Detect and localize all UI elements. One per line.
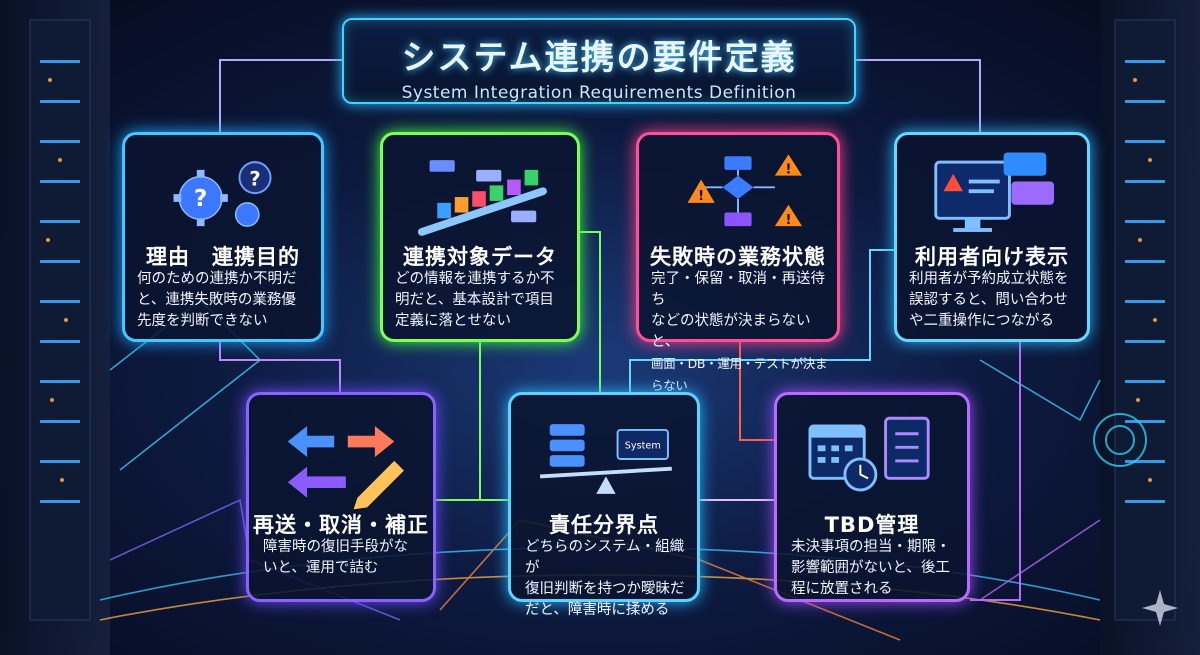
card-user-display-title: 利用者向け表示 bbox=[915, 245, 1069, 269]
page-subtitle: System Integration Requirements Definiti… bbox=[401, 83, 797, 103]
card-retry-text: 障害時の復旧手段がな いと、運用で詰む bbox=[263, 539, 408, 576]
system-label: System bbox=[625, 440, 661, 451]
svg-text:!: ! bbox=[785, 162, 791, 178]
card-user-display: 利用者向け表示 利用者が予約成立状態を 誤認すると、問い合わせ や二重操作につな… bbox=[894, 132, 1090, 342]
svg-text:?: ? bbox=[249, 167, 260, 190]
data-flow-blocks-icon bbox=[417, 160, 547, 236]
gears-question-icon: ? ? bbox=[173, 161, 272, 227]
card-failure-state: !!! 失敗時の業務状態 完了・保留・取消・再送待ち などの状態が決まらないと、… bbox=[636, 132, 840, 393]
card-reason: ? ? 理由 連携目的 何のための連携か不明だ と、連携失敗時の業務優 先度を判… bbox=[122, 132, 324, 342]
card-failure-state-title: 失敗時の業務状態 bbox=[650, 245, 826, 269]
card-target-data-title: 連携対象データ bbox=[403, 245, 557, 269]
sparkle-icon bbox=[1142, 590, 1178, 626]
server-racks-left bbox=[0, 0, 110, 655]
card-responsibility: System 責任分界点 どちらのシステム・組織が 復旧判断を持つか曖昧だ だと… bbox=[508, 392, 700, 618]
card-tbd-title: TBD管理 bbox=[824, 513, 920, 537]
monitor-chat-warning-icon bbox=[934, 152, 1055, 232]
card-target-data-text: どの情報を連携するか不 明だと、基本設計で項目 定義に落とせない bbox=[395, 271, 555, 329]
title-banner: システム連携の要件定義 System Integration Requireme… bbox=[342, 18, 856, 104]
card-reason-title: 理由 連携目的 bbox=[146, 245, 300, 269]
balance-database-icon: System bbox=[539, 424, 672, 494]
card-retry: 再送・取消・補正 障害時の復旧手段がな いと、運用で詰む bbox=[246, 392, 436, 602]
svg-text:!: ! bbox=[785, 212, 791, 228]
card-tbd-text: 未決事項の担当・期限・ 影響範囲がないと、後工 程に放置される bbox=[791, 539, 951, 597]
page-title: システム連携の要件定義 bbox=[401, 38, 797, 78]
card-responsibility-title: 責任分界点 bbox=[549, 513, 659, 537]
card-tbd: TBD管理 未決事項の担当・期限・ 影響範囲がないと、後工 程に放置される bbox=[774, 392, 970, 602]
svg-text:?: ? bbox=[194, 185, 208, 212]
card-responsibility-text: どちらのシステム・組織が 復旧判断を持つか曖昧だ だと、障害時に揉める bbox=[525, 539, 685, 618]
svg-text:!: ! bbox=[698, 188, 704, 204]
server-racks-right bbox=[1093, 0, 1200, 655]
calendar-clock-checklist-icon bbox=[808, 416, 930, 492]
card-failure-state-text: 完了・保留・取消・再送待ち などの状態が決まらないと、 画面・DB・運用・テスト… bbox=[651, 271, 828, 393]
card-user-display-text: 利用者が予約成立状態を 誤認すると、問い合わせ や二重操作につながる bbox=[909, 271, 1069, 329]
card-retry-title: 再送・取消・補正 bbox=[253, 513, 429, 537]
arrows-pencil-icon bbox=[287, 426, 404, 510]
card-reason-text: 何のための連携か不明だ と、連携失敗時の業務優 先度を判断できない bbox=[137, 271, 297, 329]
card-target-data: 連携対象データ どの情報を連携するか不 明だと、基本設計で項目 定義に落とせない bbox=[380, 132, 580, 342]
connector-lines bbox=[219, 59, 1021, 601]
flowchart-warning-icon: !!! bbox=[687, 154, 803, 228]
